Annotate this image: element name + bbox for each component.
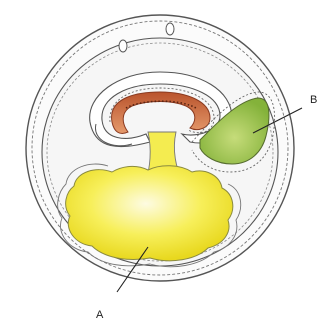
shell-pore xyxy=(119,40,127,52)
shell-pore xyxy=(166,23,174,35)
label-a: A xyxy=(96,309,104,321)
label-b: B xyxy=(310,94,317,106)
